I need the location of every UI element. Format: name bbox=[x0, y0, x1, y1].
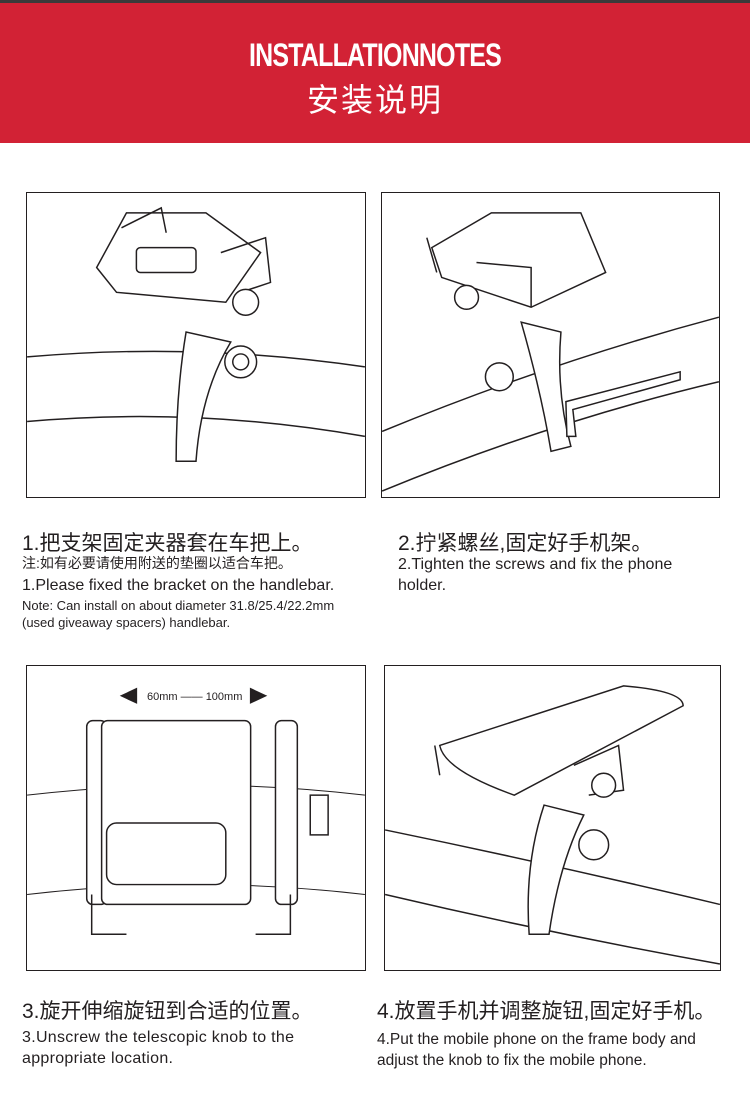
step3-title-cn: 3.旋开伸缩旋钮到合适的位置。 bbox=[22, 1000, 313, 1023]
step4-title-cn: 4.放置手机并调整旋钮,固定好手机。 bbox=[377, 1000, 716, 1023]
bracket-arm bbox=[520, 321, 572, 453]
hex-key bbox=[565, 370, 681, 438]
knob bbox=[590, 772, 617, 798]
step2-title-cn: 2.拧紧螺丝,固定好手机架。 bbox=[398, 532, 653, 555]
bracket-arm bbox=[527, 804, 585, 935]
step1-title-cn: 1.把支架固定夹器套在车把上。 bbox=[22, 532, 313, 555]
header-banner: INSTALLATIONNOTES 安装说明 bbox=[0, 0, 750, 143]
step1-note-cn: 注:如有必要请使用附送的垫圈以适合车把。 bbox=[22, 555, 292, 571]
phone-cradle bbox=[95, 212, 262, 304]
step4-illustration bbox=[384, 665, 721, 971]
step1-illustration bbox=[26, 192, 366, 498]
step3-text-en: 3.Unscrew the telescopic knob to the app… bbox=[22, 1029, 295, 1067]
title-cn: 安装说明 bbox=[306, 82, 443, 118]
arrow-icons bbox=[119, 687, 268, 704]
title-en: INSTALLATIONNOTES bbox=[248, 37, 502, 73]
cradle-back bbox=[100, 719, 252, 906]
range-label: 60mm —— 100mm bbox=[147, 691, 243, 703]
knob bbox=[232, 288, 260, 316]
mobile-phone bbox=[438, 685, 684, 796]
step4-text-en: 4.Put the mobile phone on the frame body… bbox=[377, 1031, 696, 1069]
step1-text-en: 1.Please fixed the bracket on the handle… bbox=[22, 577, 335, 594]
phone-cradle bbox=[430, 212, 607, 309]
step2-text-en: 2.Tighten the screws and fix the phone h… bbox=[398, 556, 673, 594]
step3-illustration: 60mm —— 100mm bbox=[26, 665, 366, 971]
knob bbox=[453, 284, 480, 310]
step1-note-en: Note: Can install on about diameter 31.8… bbox=[22, 598, 335, 630]
telescopic-knob bbox=[309, 794, 329, 836]
step2-illustration bbox=[381, 192, 720, 498]
bracket-arm bbox=[175, 331, 232, 462]
